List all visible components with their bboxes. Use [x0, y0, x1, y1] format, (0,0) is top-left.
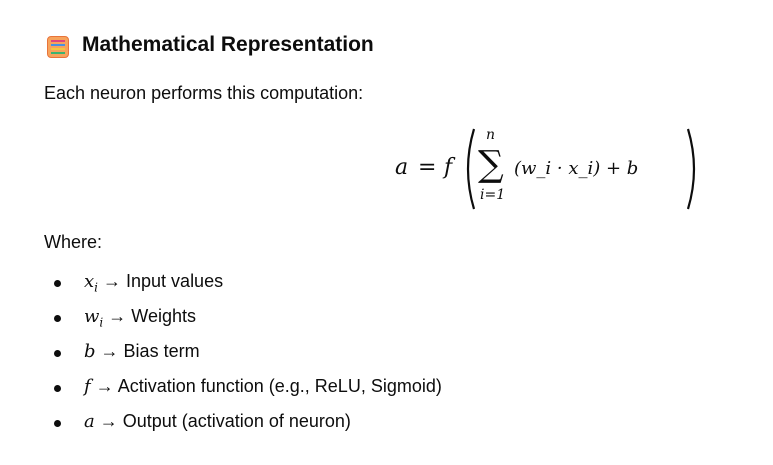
symbol: b — [84, 341, 96, 362]
symbol: x — [84, 271, 95, 292]
formula-body: (w_i · x_i) + b — [514, 158, 639, 179]
left-paren — [466, 128, 476, 210]
right-paren — [686, 128, 696, 210]
symbol: a — [84, 411, 95, 432]
section-heading: Mathematical Representation — [82, 33, 374, 56]
description: → Output (activation of neuron) — [99, 411, 351, 431]
subscript: i — [99, 315, 104, 330]
abacus-icon — [47, 36, 69, 58]
description: → Input values — [103, 271, 224, 291]
bullet — [54, 420, 61, 427]
sum-upper: n — [486, 127, 496, 143]
bullet — [54, 350, 61, 357]
sum-lower: i=1 — [480, 187, 506, 203]
description: → Activation function (e.g., ReLU, Sigmo… — [95, 376, 442, 396]
sum-symbol: ∑ — [478, 144, 504, 185]
symbol: w — [84, 306, 100, 327]
description: → Bias term — [100, 341, 200, 361]
formula: a = f n ∑ i=1 (w_i · x_i) + b — [380, 125, 720, 215]
intro-text: Each neuron performs this computation: — [44, 83, 364, 103]
where-label: Where: — [44, 232, 103, 252]
symbol: f — [84, 376, 91, 397]
description: → Weights — [108, 306, 196, 326]
subscript: i — [94, 280, 98, 295]
bullet — [54, 315, 61, 322]
formula-lhs: a — [395, 155, 409, 180]
formula-f: f — [444, 155, 453, 180]
bullet — [54, 280, 61, 287]
formula-eq: = — [418, 155, 437, 180]
bullet — [54, 385, 61, 392]
